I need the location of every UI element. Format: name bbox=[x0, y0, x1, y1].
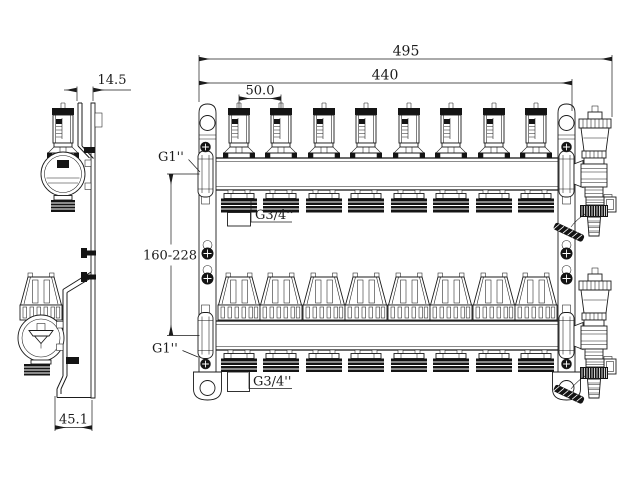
g1-union bbox=[197, 150, 214, 198]
supply-outlet-thread-label: G3/4'' bbox=[255, 208, 293, 223]
dimension-circuit-spacing: 50.0 bbox=[238, 84, 282, 109]
end-union bbox=[558, 312, 575, 359]
valve-cap bbox=[217, 272, 261, 321]
outlet-g34 bbox=[517, 189, 555, 213]
side-supply-section bbox=[40, 102, 92, 212]
dim-overall-width-label: 495 bbox=[393, 44, 420, 60]
outlet-g34 bbox=[220, 189, 258, 213]
manifold-body-section bbox=[40, 151, 86, 197]
label-supply-connection: G1'' bbox=[158, 150, 201, 173]
dimension-top-bracket-depth: 14.5 bbox=[64, 73, 131, 101]
dimension-mounting-width: 440 bbox=[199, 68, 573, 111]
outlet-g34 bbox=[262, 349, 300, 373]
dimension-center-distance: 160-228 bbox=[143, 173, 200, 336]
valve-cap-row bbox=[217, 272, 558, 321]
return-manifold-bar bbox=[214, 320, 568, 351]
dimension-bottom-bracket-depth: 45.1 bbox=[54, 396, 93, 431]
outlet-g34 bbox=[305, 349, 343, 373]
outlet-g34 bbox=[432, 349, 470, 373]
outlet-g34 bbox=[475, 189, 513, 213]
outlet-g34 bbox=[390, 349, 428, 373]
flow-meter bbox=[519, 102, 553, 159]
flow-meter bbox=[222, 102, 256, 159]
front-view bbox=[193, 102, 617, 405]
dim-circuit-spacing-label: 50.0 bbox=[246, 84, 275, 99]
screw-icon bbox=[200, 141, 211, 153]
dimension-overall-width: 495 bbox=[198, 44, 613, 117]
flow-meter bbox=[349, 102, 383, 159]
outlet-g34 bbox=[305, 189, 343, 213]
label-return-connection: G1'' bbox=[152, 342, 199, 358]
outlet-g34 bbox=[347, 189, 385, 213]
flow-meter-side bbox=[46, 102, 80, 159]
dim-mounting-width-label: 440 bbox=[372, 68, 399, 84]
flow-meter bbox=[392, 102, 426, 159]
outlet-adapter-body bbox=[227, 371, 250, 392]
side-view bbox=[17, 102, 103, 399]
valve-cap bbox=[514, 272, 558, 321]
label-return-outlet-thread: G3/4'' bbox=[248, 373, 292, 390]
mounting-bolt bbox=[81, 272, 87, 282]
valve-cap bbox=[302, 272, 346, 321]
supply-manifold-bar bbox=[214, 157, 568, 191]
dim-top-bracket-depth-label: 14.5 bbox=[98, 73, 127, 88]
valve-cap bbox=[387, 272, 431, 321]
side-return-section bbox=[17, 272, 65, 376]
return-outlet-thread-label: G3/4'' bbox=[253, 375, 291, 390]
mounting-bolt bbox=[81, 248, 87, 258]
valve-cap bbox=[259, 272, 303, 321]
return-connection-label: G1'' bbox=[152, 342, 178, 357]
flow-meter-row bbox=[222, 102, 553, 159]
supply-connection-label: G1'' bbox=[158, 150, 184, 165]
bracket-hook bbox=[94, 112, 103, 128]
outlet-adapter-body bbox=[227, 212, 251, 227]
dim-center-distance-label: 160-228 bbox=[143, 249, 197, 264]
dim-bottom-bracket-depth-label: 45.1 bbox=[59, 413, 88, 428]
label-supply-outlet-thread: G3/4'' bbox=[250, 198, 293, 223]
screw-icon bbox=[561, 141, 572, 153]
supply-outlet-row bbox=[220, 189, 555, 227]
bracket-clip bbox=[66, 357, 79, 364]
dimensions: 495 440 50.0 14.5 45.1 bbox=[54, 44, 613, 431]
valve-cap bbox=[472, 272, 516, 321]
screw-icon bbox=[200, 358, 211, 370]
flow-meter bbox=[477, 102, 511, 159]
flow-meter bbox=[307, 102, 341, 159]
flow-meter bbox=[434, 102, 468, 159]
end-unions bbox=[197, 141, 575, 370]
bracket-clip bbox=[84, 147, 95, 153]
flow-meter bbox=[264, 102, 298, 159]
screw-icon bbox=[561, 358, 572, 370]
return-outlet-row bbox=[220, 349, 555, 392]
valve-cap bbox=[429, 272, 473, 321]
end-union bbox=[558, 150, 575, 198]
g1-union bbox=[197, 312, 214, 359]
outlet-g34 bbox=[347, 349, 385, 373]
valve-cap bbox=[344, 272, 388, 321]
outlet-g34 bbox=[220, 349, 258, 373]
valve-cap-side bbox=[19, 272, 63, 321]
outlet-g34 bbox=[390, 189, 428, 213]
outlet-g34 bbox=[432, 189, 470, 213]
outlet-g34 bbox=[475, 349, 513, 373]
outlet-g34 bbox=[517, 349, 555, 373]
